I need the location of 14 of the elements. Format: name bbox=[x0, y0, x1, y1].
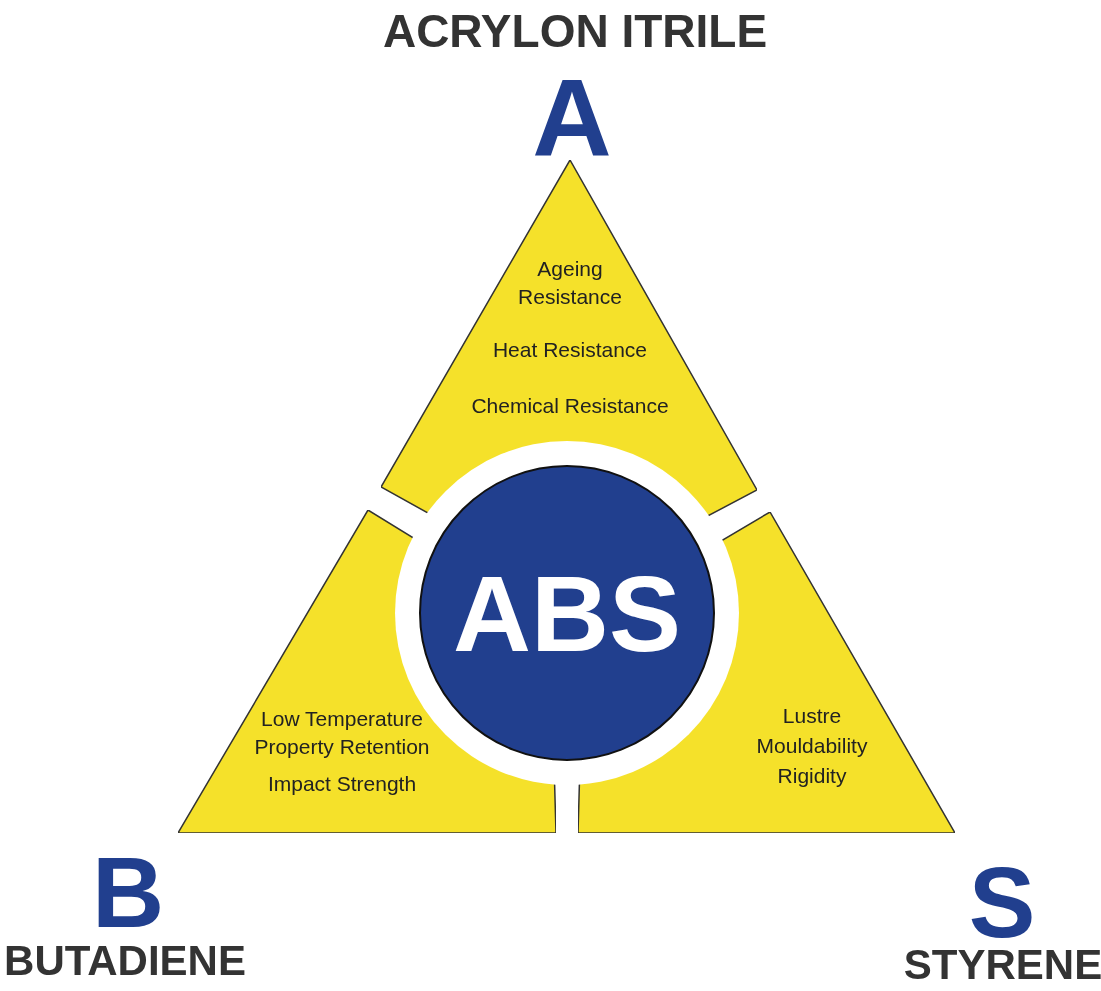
component-name: ACRYLON ITRILE bbox=[382, 8, 768, 54]
property-text: Heat Resistance bbox=[491, 337, 649, 363]
center-title: ABS bbox=[453, 551, 681, 676]
component-letter: A bbox=[532, 62, 612, 172]
component-name: STYRENE bbox=[903, 944, 1101, 986]
property-text: Mouldability bbox=[755, 733, 869, 759]
property-text: Low Temperature Property Retention bbox=[253, 706, 431, 760]
property-text: Lustre bbox=[781, 703, 843, 729]
property-text: Impact Strength bbox=[266, 771, 418, 797]
property-text: Rigidity bbox=[776, 763, 848, 789]
component-name: BUTADIENE bbox=[4, 940, 246, 982]
component-letter: B bbox=[91, 842, 165, 942]
property-text: Ageing Resistance bbox=[517, 256, 623, 310]
property-text: Chemical Resistance bbox=[470, 393, 670, 419]
